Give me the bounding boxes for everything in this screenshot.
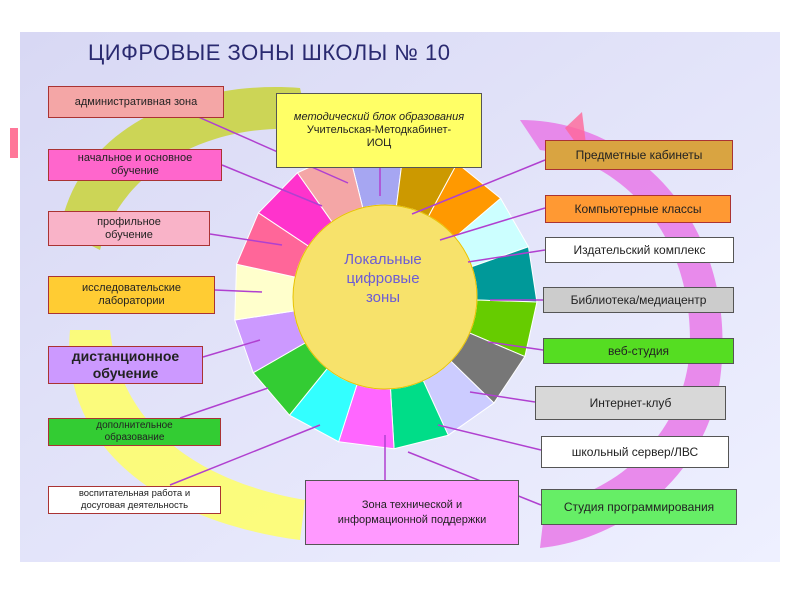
connector-upbringing	[169, 424, 321, 486]
box-distance: дистанционное обучение	[48, 346, 203, 384]
box-label: Зона технической и	[361, 498, 463, 511]
center-label-line: Локальные	[344, 251, 422, 268]
box-admin: административная зона	[48, 86, 224, 118]
box-library: Библиотека/медиацентр	[543, 287, 734, 313]
box-label: образование	[104, 432, 165, 443]
box-label: Студия программирования	[563, 499, 715, 514]
connector-additional	[179, 387, 269, 419]
box-label: веб-студия	[607, 343, 670, 358]
box-label: лаборатории	[98, 295, 165, 307]
box-label: обучение	[111, 165, 159, 177]
decor-swoosh-yellow-top	[60, 87, 310, 250]
connector-server	[437, 424, 542, 451]
connector-distance	[202, 339, 261, 358]
box-method: методический блок образования Учительска…	[276, 93, 482, 168]
box-label: дистанционное	[71, 348, 180, 364]
box-labs: исследовательские лаборатории	[48, 276, 215, 314]
box-label: обучение	[105, 228, 153, 241]
connector-internet	[469, 391, 536, 403]
box-label: информационной поддержки	[337, 513, 487, 526]
box-label: Библиотека/медиацентр	[570, 292, 707, 307]
box-label: методический блок образования	[293, 111, 465, 123]
connector-primary	[221, 164, 323, 207]
connector-admin	[177, 107, 349, 184]
box-label: Учительская-Методкабинет-	[306, 124, 452, 136]
connector-web	[487, 341, 544, 351]
box-tech: Зона технической и информационной поддер…	[305, 480, 519, 545]
box-label: обучение	[92, 365, 159, 381]
box-label: школьный сервер/ЛВС	[571, 444, 699, 459]
box-label: Компьютерные классы	[574, 201, 702, 216]
box-programming: Студия программирования	[541, 489, 737, 525]
decor-swoosh-yellow-bottom	[69, 330, 305, 540]
box-internet: Интернет-клуб	[535, 386, 726, 420]
connector-publishing	[467, 249, 546, 263]
connector-computers	[439, 207, 546, 241]
box-additional: дополнительное образование	[48, 418, 221, 446]
center-label: Локальные цифровые зоны	[318, 250, 448, 307]
box-computers: Компьютерные классы	[545, 195, 731, 223]
box-label: профильное	[97, 215, 161, 228]
page-title: ЦИФРОВЫЕ ЗОНЫ ШКОЛЫ № 10	[88, 40, 451, 65]
wheel	[234, 145, 538, 450]
box-label: воспитательная работа и	[78, 488, 191, 499]
box-subjects: Предметные кабинеты	[545, 140, 733, 170]
box-publishing: Издательский комплекс	[545, 237, 734, 263]
connector-profile	[209, 233, 283, 246]
box-label: ИОЦ	[366, 137, 392, 149]
box-label: начальное и основное	[77, 152, 193, 164]
center-circle	[292, 204, 478, 390]
box-label: Интернет-клуб	[589, 395, 672, 410]
box-label: дополнительное	[96, 420, 173, 431]
connector-subjects	[411, 159, 546, 215]
box-primary: начальное и основное обучение	[48, 149, 222, 181]
box-label: исследовательские	[82, 282, 181, 294]
box-label: Издательский комплекс	[573, 242, 706, 257]
box-web: веб-студия	[543, 338, 734, 364]
center-label-line: зоны	[365, 289, 401, 306]
center-label-line: цифровые	[346, 270, 420, 287]
box-profile: профильное обучение	[48, 211, 210, 246]
decor-left-tab	[10, 128, 18, 158]
box-label: досуговая деятельность	[80, 500, 189, 511]
box-server: школьный сервер/ЛВС	[541, 436, 729, 468]
box-label: Предметные кабинеты	[575, 147, 703, 162]
connector-labs	[214, 289, 263, 293]
box-upbringing: воспитательная работа и досуговая деятел…	[48, 486, 221, 514]
box-label: административная зона	[74, 95, 198, 108]
